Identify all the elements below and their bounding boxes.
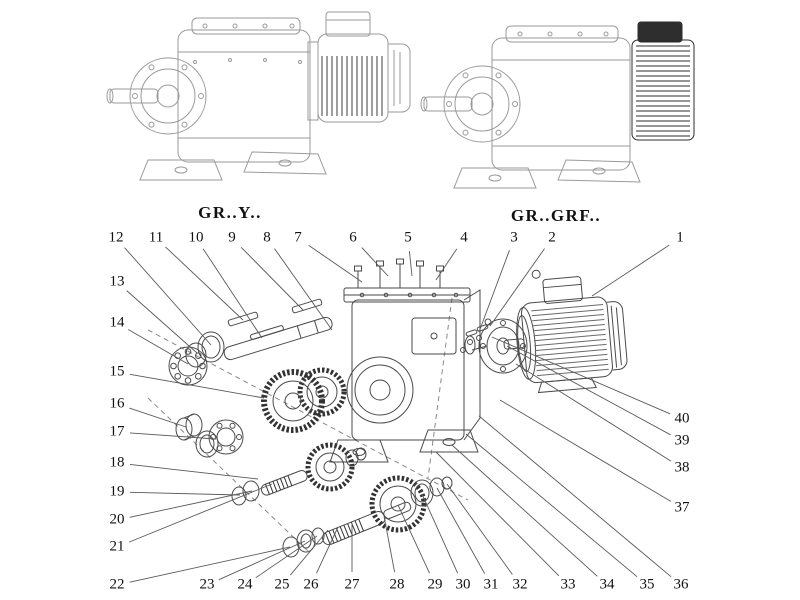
leader-line-31	[436, 487, 486, 574]
leader-line-19	[129, 491, 241, 496]
input-shaft-assembly	[168, 298, 333, 386]
callout-2: 2	[546, 229, 558, 246]
leader-line-11	[165, 246, 244, 321]
callout-26: 26	[301, 576, 321, 593]
leader-line-20	[129, 490, 253, 518]
callout-24: 24	[235, 576, 255, 593]
output-gear-set	[282, 475, 453, 558]
gr-grf-drawing	[420, 21, 695, 189]
callout-14: 14	[107, 314, 127, 331]
callout-34: 34	[597, 576, 617, 593]
leader-line-22	[129, 546, 291, 583]
callout-12: 12	[106, 229, 126, 246]
label-gr-grf: GR..GRF..	[510, 206, 602, 225]
leader-line-24	[255, 535, 318, 579]
leader-line-12	[124, 247, 212, 346]
leader-line-38	[515, 363, 672, 462]
leader-line-18	[129, 464, 259, 480]
leader-line-5	[408, 250, 413, 277]
callout-22: 22	[107, 576, 127, 593]
callout-10: 10	[186, 229, 206, 246]
leader-line-2	[489, 248, 545, 327]
callout-11: 11	[146, 229, 166, 246]
callout-8: 8	[261, 229, 273, 246]
leader-line-26	[316, 526, 339, 574]
first-stage-gears	[261, 367, 347, 433]
leader-line-37	[499, 399, 672, 502]
callout-18: 18	[107, 454, 127, 471]
leader-line-9	[240, 246, 304, 311]
leader-line-33	[435, 451, 560, 577]
leader-line-6	[361, 247, 389, 277]
leader-line-21	[128, 483, 273, 543]
callout-40: 40	[672, 410, 692, 427]
callout-15: 15	[107, 363, 127, 380]
callout-37: 37	[672, 499, 692, 516]
callout-19: 19	[107, 483, 127, 500]
leader-line-16	[129, 407, 187, 428]
callout-35: 35	[637, 576, 657, 593]
leader-line-10	[202, 248, 263, 339]
callout-9: 9	[226, 229, 238, 246]
callout-3: 3	[508, 229, 520, 246]
callout-28: 28	[387, 576, 407, 593]
leader-line-25	[289, 529, 329, 576]
intermediate-gear-set	[231, 442, 367, 506]
leader-line-14	[128, 329, 189, 365]
callout-1: 1	[674, 229, 686, 246]
callout-20: 20	[107, 511, 127, 528]
callout-6: 6	[347, 229, 359, 246]
callout-31: 31	[481, 576, 501, 593]
leader-line-4	[435, 248, 458, 281]
leader-line-40	[491, 336, 671, 415]
leader-line-29	[397, 504, 430, 574]
callout-27: 27	[342, 576, 362, 593]
callout-33: 33	[558, 576, 578, 593]
callout-25: 25	[272, 576, 292, 593]
callout-7: 7	[292, 229, 304, 246]
leader-line-7	[308, 244, 363, 283]
leader-line-8	[274, 248, 333, 331]
callout-30: 30	[453, 576, 473, 593]
callout-29: 29	[425, 576, 445, 593]
leader-line-35	[465, 433, 638, 578]
brake-module	[631, 21, 695, 141]
leader-line-15	[129, 373, 265, 399]
label-gr-y: GR..Y..	[198, 203, 262, 222]
leader-line-3	[478, 250, 510, 333]
callout-38: 38	[672, 459, 692, 476]
callout-23: 23	[197, 576, 217, 593]
gr-y-drawing	[106, 11, 411, 181]
output-flange-parts	[460, 318, 528, 374]
input-bearing-parts	[175, 413, 244, 458]
leader-line-30	[421, 493, 459, 574]
exploded-view	[147, 258, 628, 558]
leader-line-23	[218, 540, 306, 581]
leader-line-36	[478, 415, 672, 578]
leader-line-17	[129, 432, 217, 440]
callout-39: 39	[672, 432, 692, 449]
housing	[329, 258, 481, 463]
leader-line-32	[446, 483, 513, 575]
callout-5: 5	[402, 229, 414, 246]
motor	[503, 269, 628, 394]
leader-line-28	[383, 515, 396, 573]
callout-13: 13	[107, 273, 127, 290]
callout-32: 32	[510, 576, 530, 593]
leader-lines	[124, 244, 672, 583]
leader-line-1	[591, 244, 670, 297]
callout-21: 21	[107, 538, 127, 555]
leader-line-39	[506, 345, 671, 436]
leader-line-34	[451, 444, 598, 577]
callout-17: 17	[107, 423, 127, 440]
leader-line-13	[126, 290, 198, 354]
callout-4: 4	[458, 229, 470, 246]
callout-36: 36	[671, 576, 691, 593]
callout-16: 16	[107, 395, 127, 412]
